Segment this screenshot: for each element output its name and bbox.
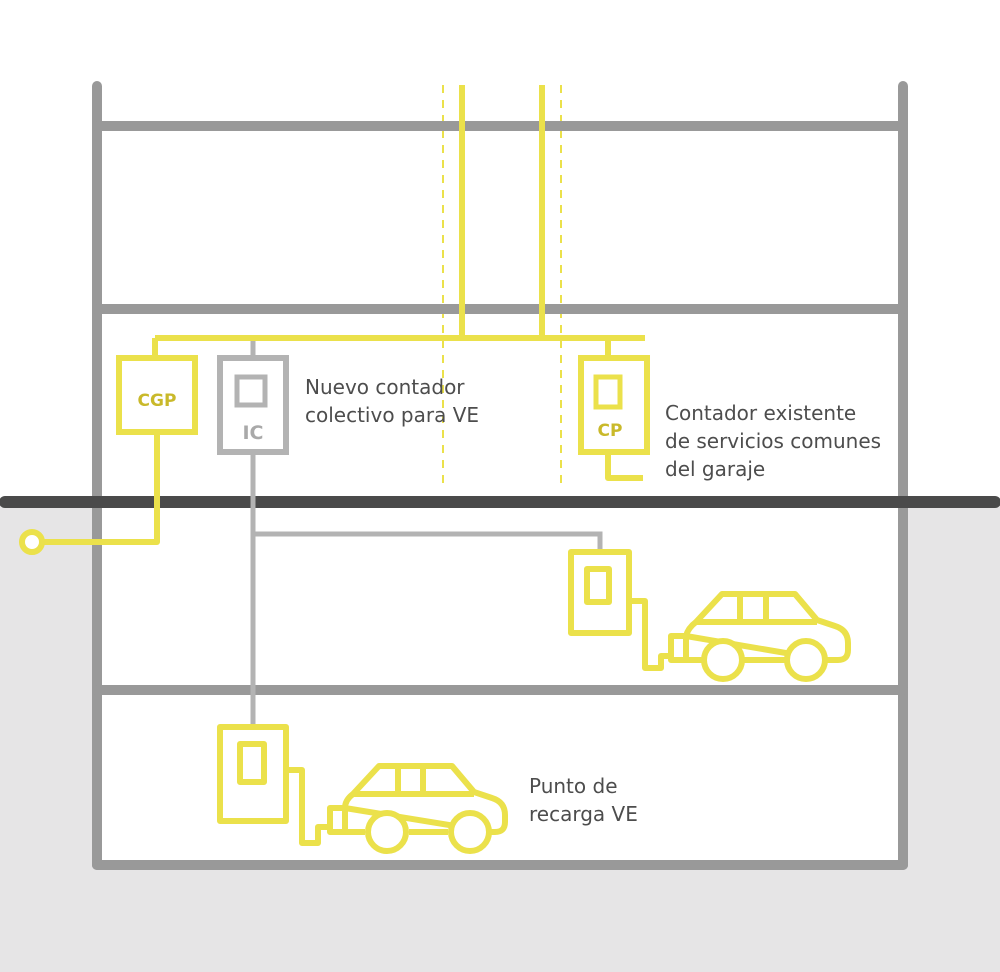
ic-box: IC xyxy=(217,355,289,455)
ic-label: IC xyxy=(242,422,263,444)
cp-meter-window-icon xyxy=(593,374,623,410)
new-meter-label-line-2: colectivo para VE xyxy=(305,403,479,427)
existing-meter-label-line-1: Contador existente xyxy=(665,401,856,425)
ic-meter-window-icon xyxy=(234,374,268,408)
charger-upper xyxy=(568,549,674,671)
existing-meter-label: Contador existente de servicios comunes … xyxy=(665,401,881,481)
charger-upper-display-icon xyxy=(584,566,612,605)
car-lower-icon xyxy=(327,763,508,854)
charge-point-label-line-2: recarga VE xyxy=(529,802,638,826)
existing-meter-label-line-2: de servicios comunes xyxy=(665,429,881,453)
charger-lower xyxy=(217,724,330,846)
cgp-box: CGP xyxy=(116,355,198,435)
charge-point-label-line-1: Punto de xyxy=(529,774,618,798)
new-meter-label-line-1: Nuevo contador xyxy=(305,375,465,399)
service-connection-icon xyxy=(19,529,45,555)
car-upper-icon xyxy=(668,591,851,682)
new-meter-label: Nuevo contador colectivo para VE xyxy=(305,375,479,427)
cgp-label: CGP xyxy=(138,391,177,411)
cp-label: CP xyxy=(598,421,623,441)
yellow-wiring xyxy=(40,85,645,545)
cp-box: CP xyxy=(578,355,650,455)
building-frame xyxy=(92,81,908,870)
existing-meter-label-line-3: del garaje xyxy=(665,457,765,481)
charge-point-label: Punto de recarga VE xyxy=(529,774,638,826)
gray-wiring xyxy=(250,338,603,727)
charger-lower-display-icon xyxy=(237,741,267,785)
